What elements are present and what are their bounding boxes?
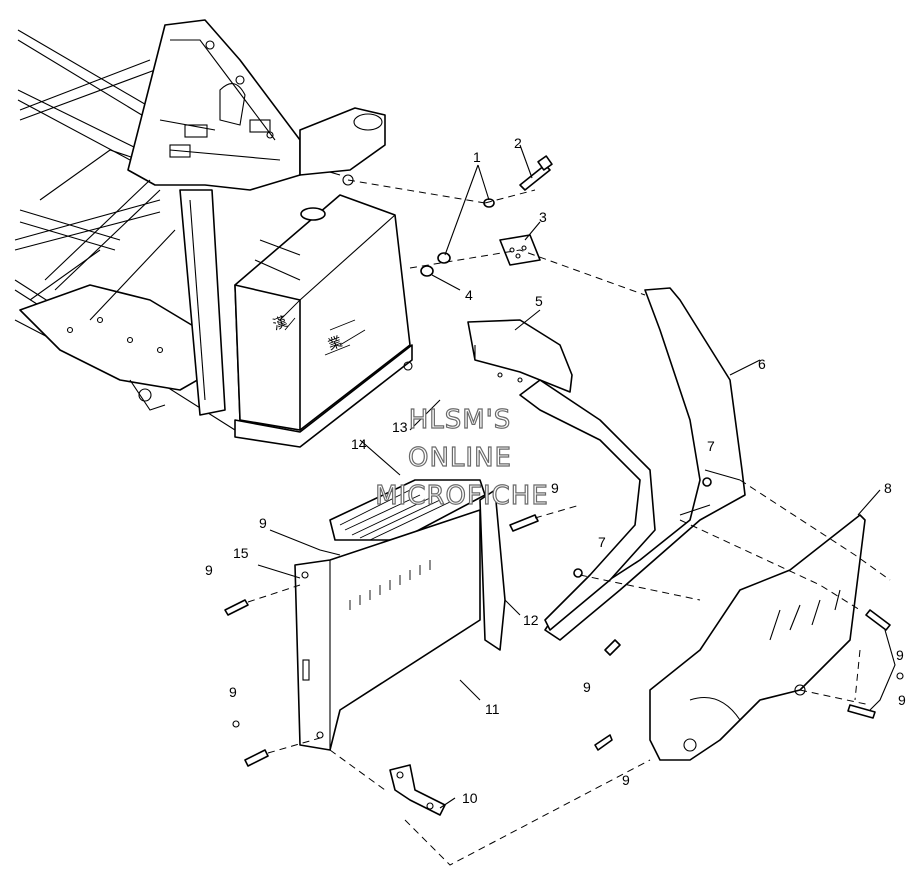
callout-9a: 9 (259, 515, 267, 531)
watermark-line-2: ONLINE (408, 443, 512, 473)
bracket-5 (467, 309, 573, 393)
callout-4: 4 (465, 287, 473, 303)
watermark: HLSM'S ONLINE MICROFICHE (375, 404, 549, 511)
callout-2: 2 (514, 135, 522, 151)
callout-3: 3 (539, 209, 547, 225)
svg-text:漢: 漢 (271, 314, 290, 334)
callout-5: 5 (535, 293, 543, 309)
skid-plate-8 (579, 479, 891, 761)
callout-9f: 9 (622, 772, 630, 788)
callout-7b: 7 (598, 534, 606, 550)
callout-11: 11 (485, 701, 500, 717)
callout-9h: 9 (896, 647, 904, 663)
callout-9d: 9 (551, 480, 559, 496)
bracket-10 (329, 749, 651, 866)
chassis-frame (14, 19, 386, 431)
hardware-group-top (347, 144, 646, 296)
callout-8: 8 (884, 480, 892, 496)
callout-13: 13 (392, 419, 408, 435)
radiator-guard (257, 399, 521, 751)
radiator: 漢 業 (234, 174, 413, 448)
callout-9e: 9 (583, 679, 591, 695)
callout-6: 6 (758, 356, 766, 372)
callout-14: 14 (351, 436, 367, 452)
callout-7a: 7 (707, 438, 715, 454)
watermark-line-1: HLSM'S (409, 405, 512, 435)
callout-9c: 9 (229, 684, 237, 700)
callout-10: 10 (462, 790, 478, 806)
callout-1: 1 (473, 149, 481, 165)
svg-text:業: 業 (326, 334, 345, 354)
bumper-6 (519, 287, 761, 641)
screws-9 (224, 504, 904, 767)
callout-12: 12 (523, 612, 539, 628)
callout-9b: 9 (205, 562, 213, 578)
callout-9g: 9 (898, 692, 906, 708)
watermark-line-3: MICROFICHE (375, 481, 549, 511)
callout-labels: 1 2 3 4 5 6 7 7 8 9 9 9 9 9 9 9 9 10 11 … (205, 135, 906, 806)
callout-15: 15 (233, 545, 249, 561)
